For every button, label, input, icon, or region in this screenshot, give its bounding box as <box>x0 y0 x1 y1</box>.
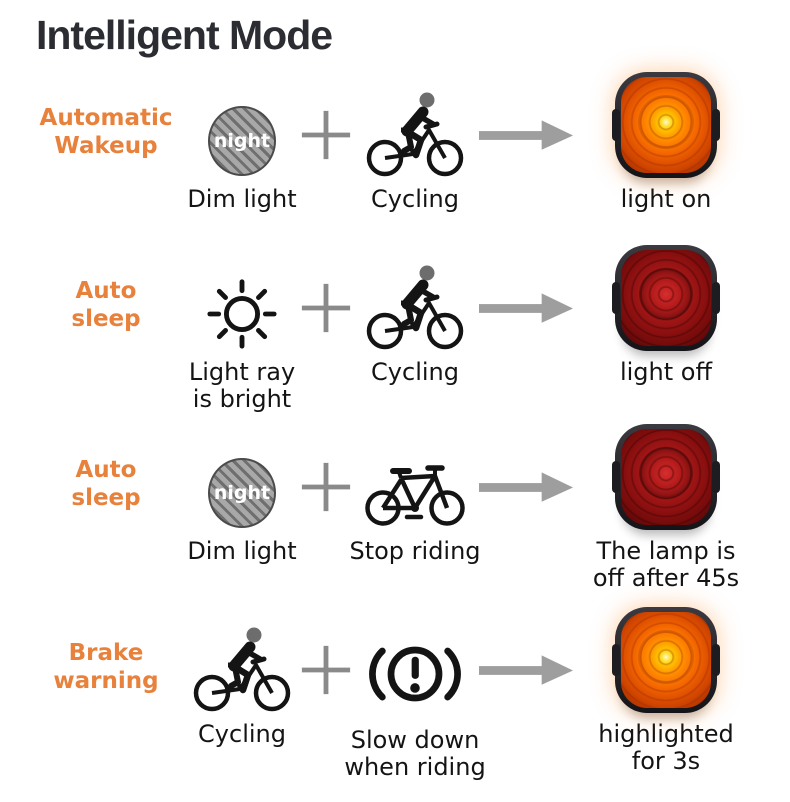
bicycle-icon <box>365 465 465 526</box>
condition-label: Cycling <box>198 720 286 748</box>
condition-label: Dim light <box>187 537 297 565</box>
plus-icon <box>301 462 351 511</box>
result-label: light off <box>619 358 713 386</box>
mode-label: Auto sleep <box>71 457 141 511</box>
row-auto-sleep-stop: Auto sleep night Dim light <box>26 415 790 592</box>
mode-cell: Auto sleep <box>26 415 186 592</box>
plus-cell <box>298 598 354 781</box>
arrow-right-icon <box>479 471 573 502</box>
night-dim-light-icon: night <box>208 458 276 528</box>
condition2-cell: Slow down when riding <box>344 598 486 781</box>
condition1-cell: Cycling <box>186 598 298 781</box>
mode-cell: Auto sleep <box>26 236 186 413</box>
plus-icon <box>301 283 351 332</box>
plus-cell <box>298 63 354 236</box>
condition-label: Cycling <box>371 358 459 386</box>
condition2-cell: Stop riding <box>349 415 481 592</box>
night-dim-light-icon: night <box>208 106 276 176</box>
arrow-cell <box>476 63 576 236</box>
arrow-right-icon <box>479 654 573 685</box>
arrow-right-icon <box>479 292 573 323</box>
result-cell: light on <box>576 63 756 236</box>
arrow-cell <box>476 415 576 592</box>
mode-label: Brake warning <box>53 640 159 694</box>
tail-light-off <box>612 245 720 351</box>
cyclist-icon <box>366 92 464 177</box>
result-label: The lamp is off after 45s <box>592 537 740 592</box>
mode-rows: Automatic Wakeup night Dim light <box>0 63 790 781</box>
condition-label: Light ray is bright <box>188 358 296 413</box>
result-label: highlighted for 3s <box>598 720 734 775</box>
mode-cell: Brake warning <box>26 598 186 781</box>
plus-icon <box>301 645 351 694</box>
plus-cell <box>298 236 354 413</box>
tail-light-off <box>612 424 720 530</box>
condition2-cell: Cycling <box>354 63 476 236</box>
condition-label: Dim light <box>187 185 297 213</box>
row-auto-sleep-bright: Auto sleep <box>26 236 790 413</box>
condition1-cell: night Dim light <box>186 63 298 236</box>
row-automatic-wakeup: Automatic Wakeup night Dim light <box>26 63 790 236</box>
night-badge-text: night <box>213 482 271 504</box>
cyclist-icon <box>193 627 291 712</box>
cyclist-icon <box>366 265 464 350</box>
tail-light-on <box>612 72 720 178</box>
result-label: light on <box>620 185 712 213</box>
arrow-cell <box>476 236 576 413</box>
row-brake-warning: Brake warning <box>26 598 790 781</box>
tail-light-on <box>612 607 720 713</box>
mode-label: Auto sleep <box>71 278 141 332</box>
result-cell: highlighted for 3s <box>576 598 756 781</box>
night-badge-text: night <box>213 130 271 152</box>
plus-cell <box>298 415 354 592</box>
arrow-right-icon <box>479 119 573 150</box>
condition-label: Slow down when riding <box>344 726 486 781</box>
mode-label: Automatic Wakeup <box>39 105 173 159</box>
condition-label: Cycling <box>371 185 459 213</box>
mode-cell: Automatic Wakeup <box>26 63 186 236</box>
result-cell: The lamp is off after 45s <box>576 415 756 592</box>
condition-label: Stop riding <box>349 537 481 565</box>
result-cell: light off <box>576 236 756 413</box>
condition1-cell: night Dim light <box>186 415 298 592</box>
condition2-cell: Cycling <box>354 236 476 413</box>
page-title: Intelligent Mode <box>36 12 333 58</box>
condition1-cell: Light ray is bright <box>186 236 298 413</box>
arrow-cell <box>476 598 576 781</box>
sun-icon <box>207 279 277 349</box>
brake-warning-icon <box>369 646 461 702</box>
plus-icon <box>301 110 351 159</box>
intelligent-mode-infographic: Intelligent Mode Automatic Wakeup night … <box>0 12 790 802</box>
